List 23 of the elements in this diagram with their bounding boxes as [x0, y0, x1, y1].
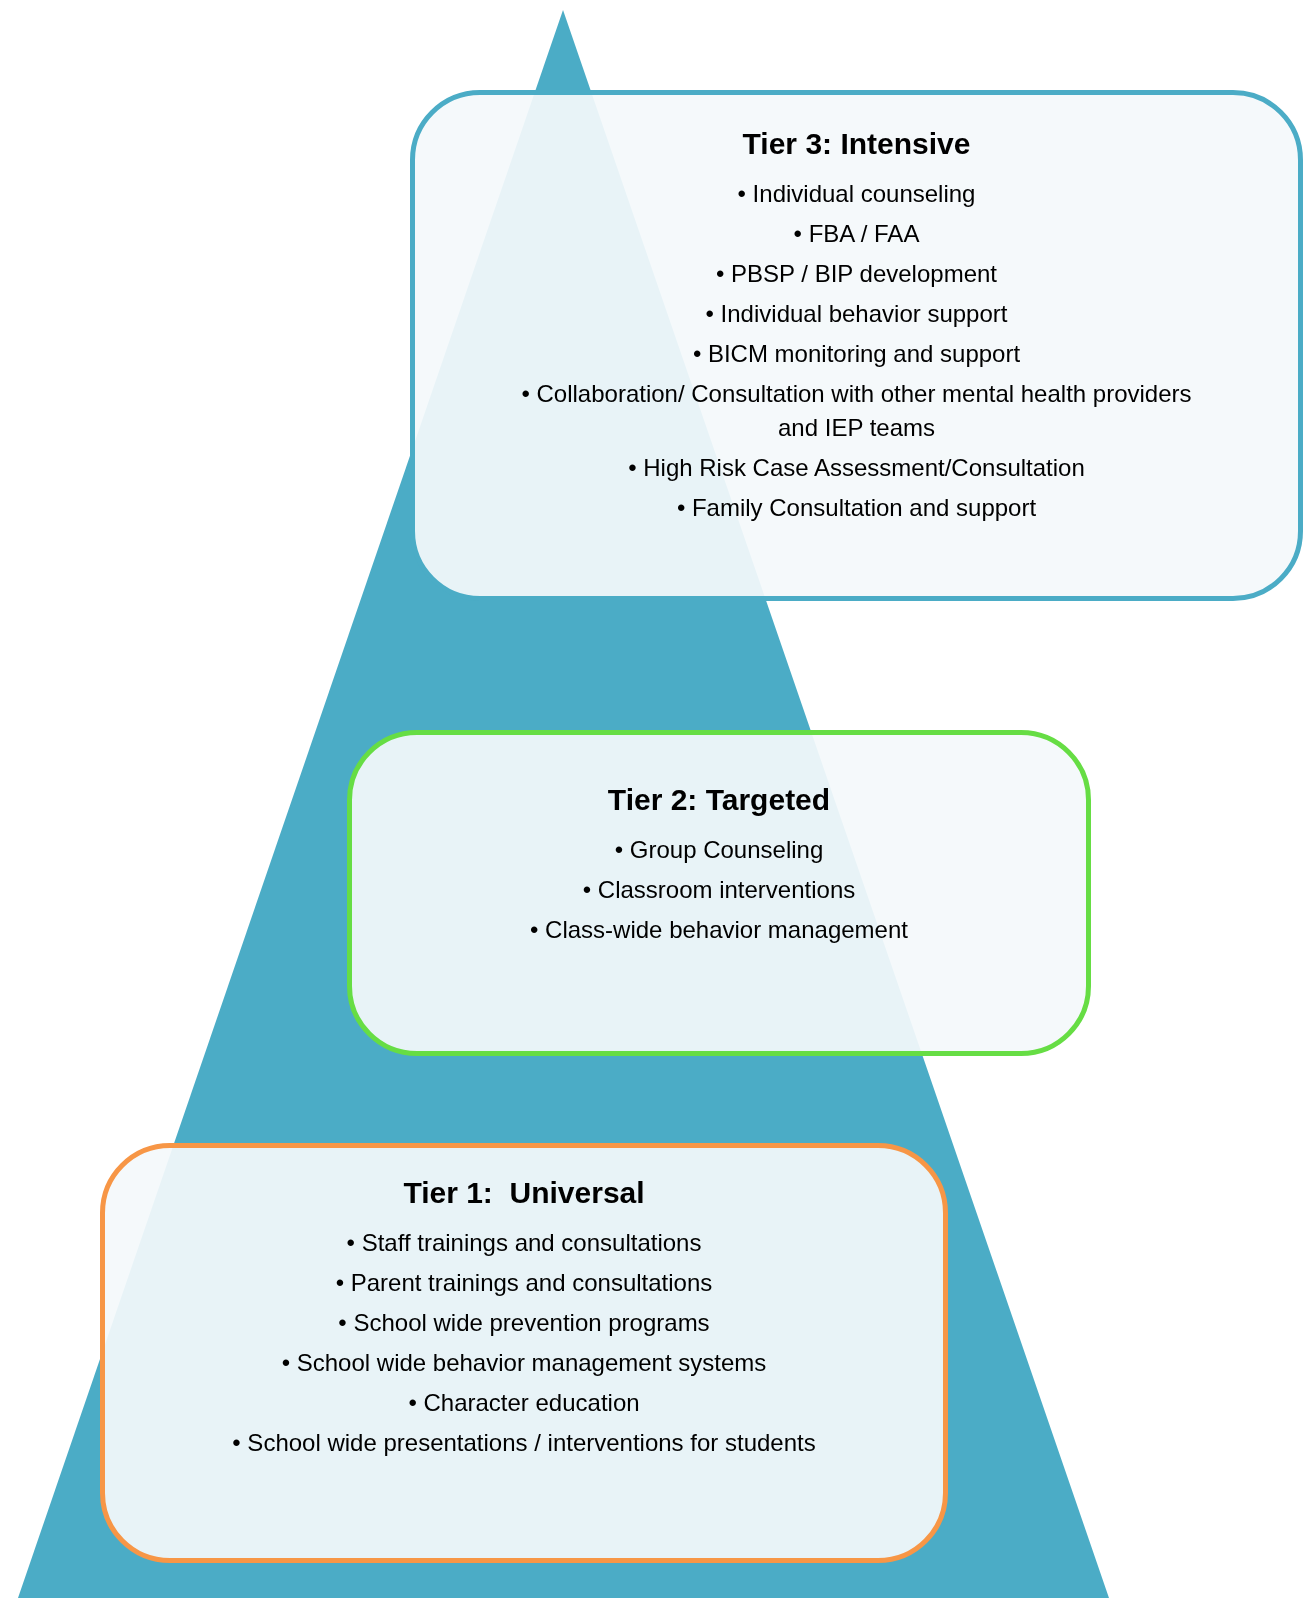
list-item: • School wide prevention programs: [337, 1307, 711, 1338]
tier-box: [410, 90, 1303, 601]
list-item: • Classroom interventions: [581, 874, 857, 905]
list-item: • School wide behavior management systems: [280, 1347, 768, 1378]
list-item: • Class-wide behavior management: [530, 914, 908, 945]
tier-heading: Tier 3: Intensive: [742, 126, 971, 162]
tier-box: [347, 730, 1091, 1056]
list-item: • Individual behavior support: [704, 298, 1009, 329]
list-item: • BICM monitoring and support: [691, 338, 1022, 369]
list-item: • School wide presentations / interventions for students: [232, 1427, 816, 1458]
list-item: • FBA / FAA: [792, 218, 921, 249]
list-item: • Family Consultation and support: [675, 492, 1038, 523]
list-item: • Group Counseling: [613, 834, 825, 865]
list-item: • Character education: [407, 1387, 641, 1418]
list-item: • Parent trainings and consultations: [334, 1267, 714, 1298]
list-item: • PBSP / BIP development: [715, 258, 998, 289]
list-item: • Staff trainings and consultations: [345, 1227, 703, 1258]
list-item: • Collaboration/ Consultation with other mental health providers and IEP teams: [520, 378, 1193, 443]
list-item: • Individual counseling: [736, 178, 977, 209]
tier-heading: Tier 1: Universal: [403, 1175, 645, 1211]
list-item: • High Risk Case Assessment/Consultation: [627, 452, 1086, 483]
tier-box: [100, 1143, 948, 1563]
tier-heading: Tier 2: Targeted: [607, 782, 831, 818]
